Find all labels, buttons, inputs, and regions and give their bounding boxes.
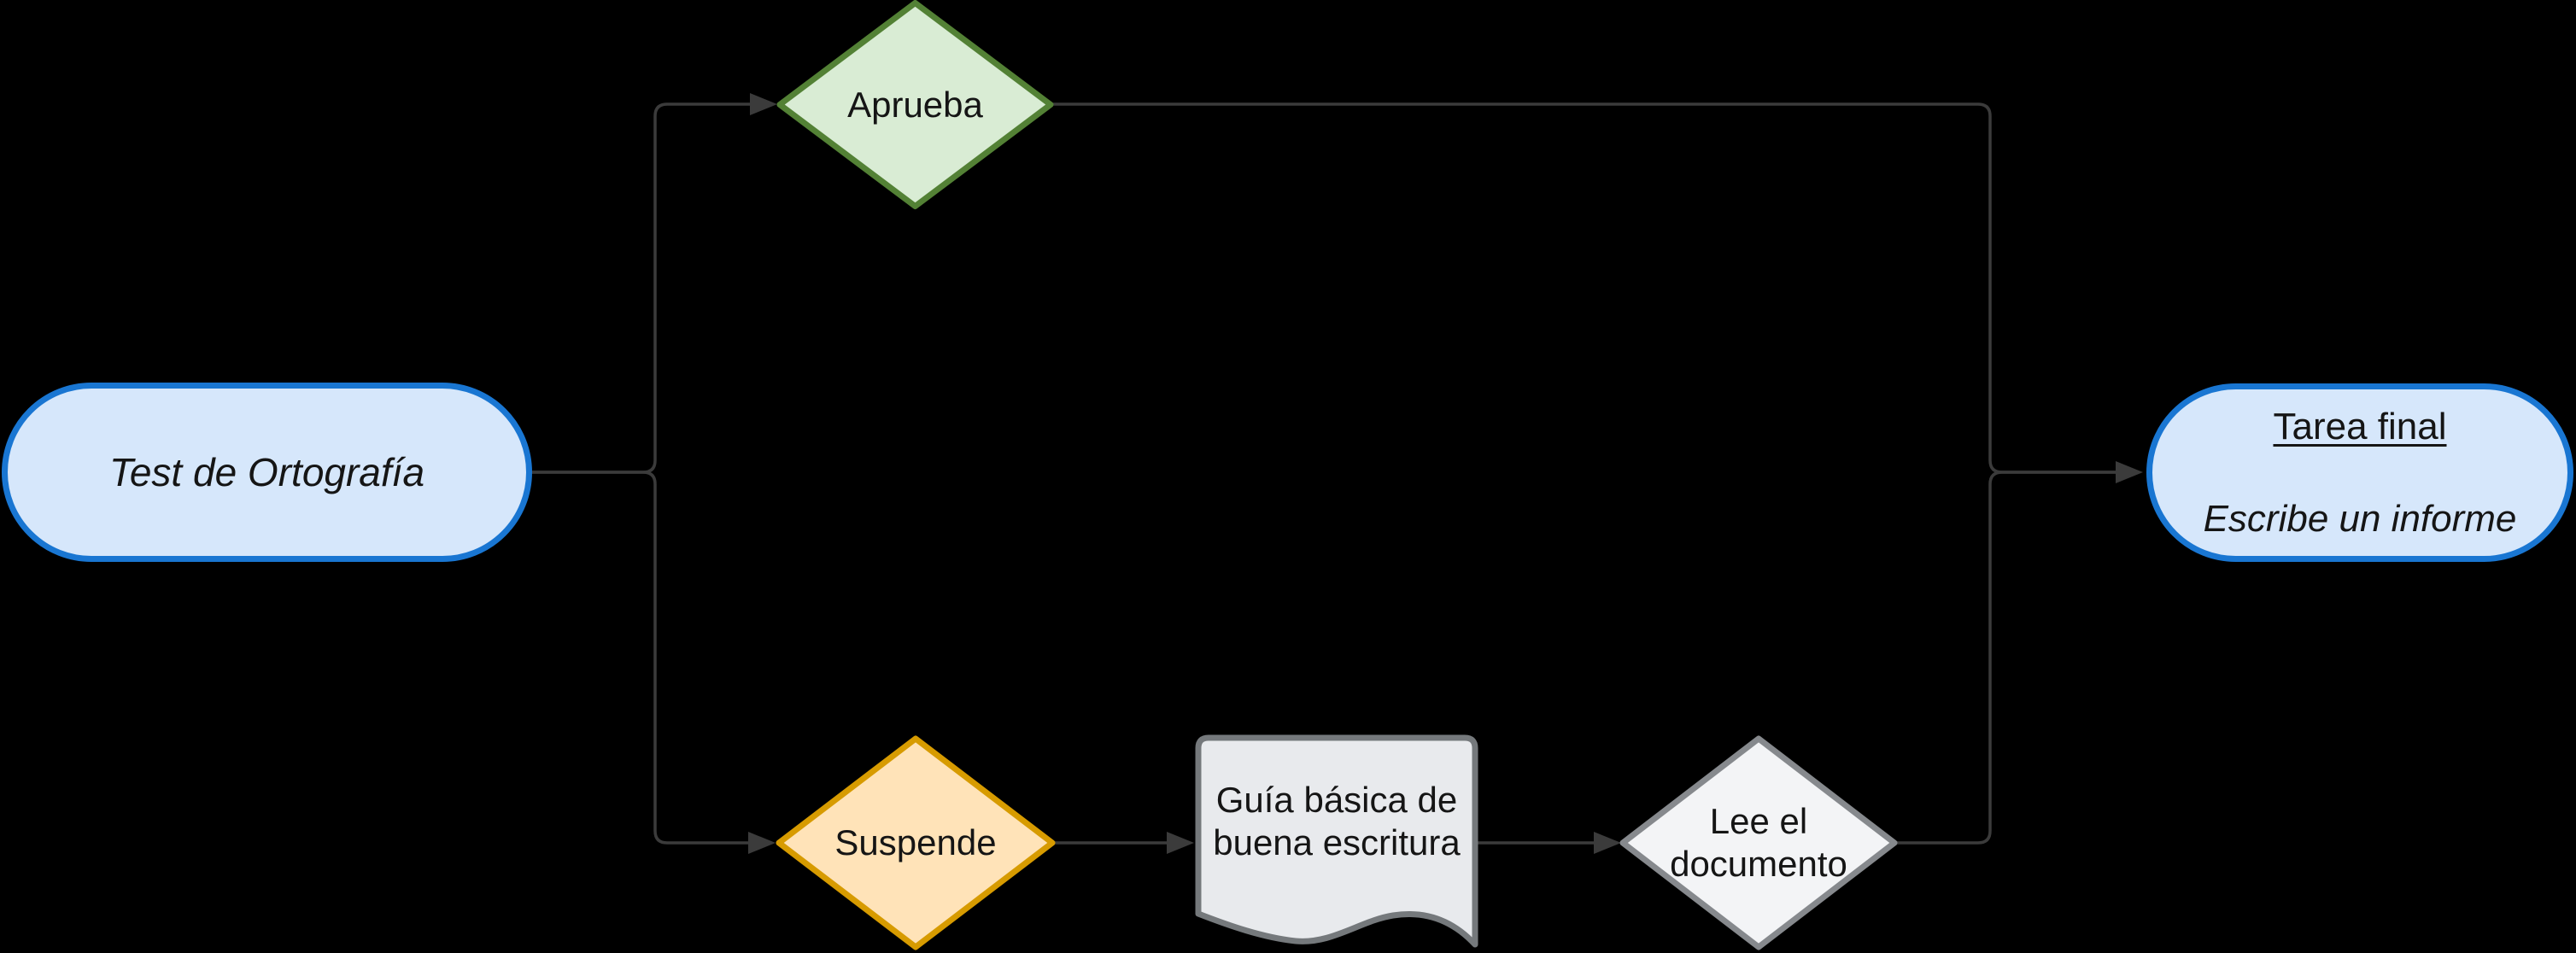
node-guia-label-line2: buena escritura [1213,822,1461,862]
arrowhead-into-aprueba [750,93,777,115]
node-test-de-ortografia[interactable]: Test de Ortografía [2,383,532,562]
node-aprueba[interactable]: Aprueba [774,0,1057,209]
edge-start-to-suspende[interactable] [532,471,750,845]
node-tarea-final[interactable]: Tarea final Escribe un informe [2146,383,2573,562]
node-suspende[interactable]: Suspende [773,735,1058,950]
node-aprueba-label: Aprueba [847,84,983,125]
edge-aprueba-to-final[interactable] [1051,102,2117,474]
arrowhead-into-lee [1594,832,1621,854]
edge-start-to-aprueba[interactable] [532,102,752,474]
node-tarea-final-subtitle: Escribe un informe [2203,497,2517,540]
arrowhead-into-final [2116,461,2143,483]
node-guia-basica[interactable]: Guía básica de buena escritura [1195,734,1478,953]
edge-lee-to-final[interactable] [1894,471,2117,845]
node-lee-documento[interactable]: Lee el documento [1617,735,1900,950]
node-lee-label-line1: Lee el [1709,801,1808,841]
node-lee-label-line2: documento [1670,844,1847,884]
node-guia-label-line1: Guía básica de [1215,780,1458,820]
node-tarea-final-title: Tarea final [2273,405,2447,447]
node-test-de-ortografia-label: Test de Ortografía [108,450,425,494]
aprueba-diamond-shape [776,0,1054,209]
lee-diamond-shape [1619,735,1898,950]
arrowhead-into-guia [1167,832,1194,854]
guia-document-shape [1195,734,1478,948]
arrowhead-into-suspende [748,832,776,854]
node-suspende-label: Suspende [834,822,997,862]
suspende-diamond-shape [776,735,1056,950]
